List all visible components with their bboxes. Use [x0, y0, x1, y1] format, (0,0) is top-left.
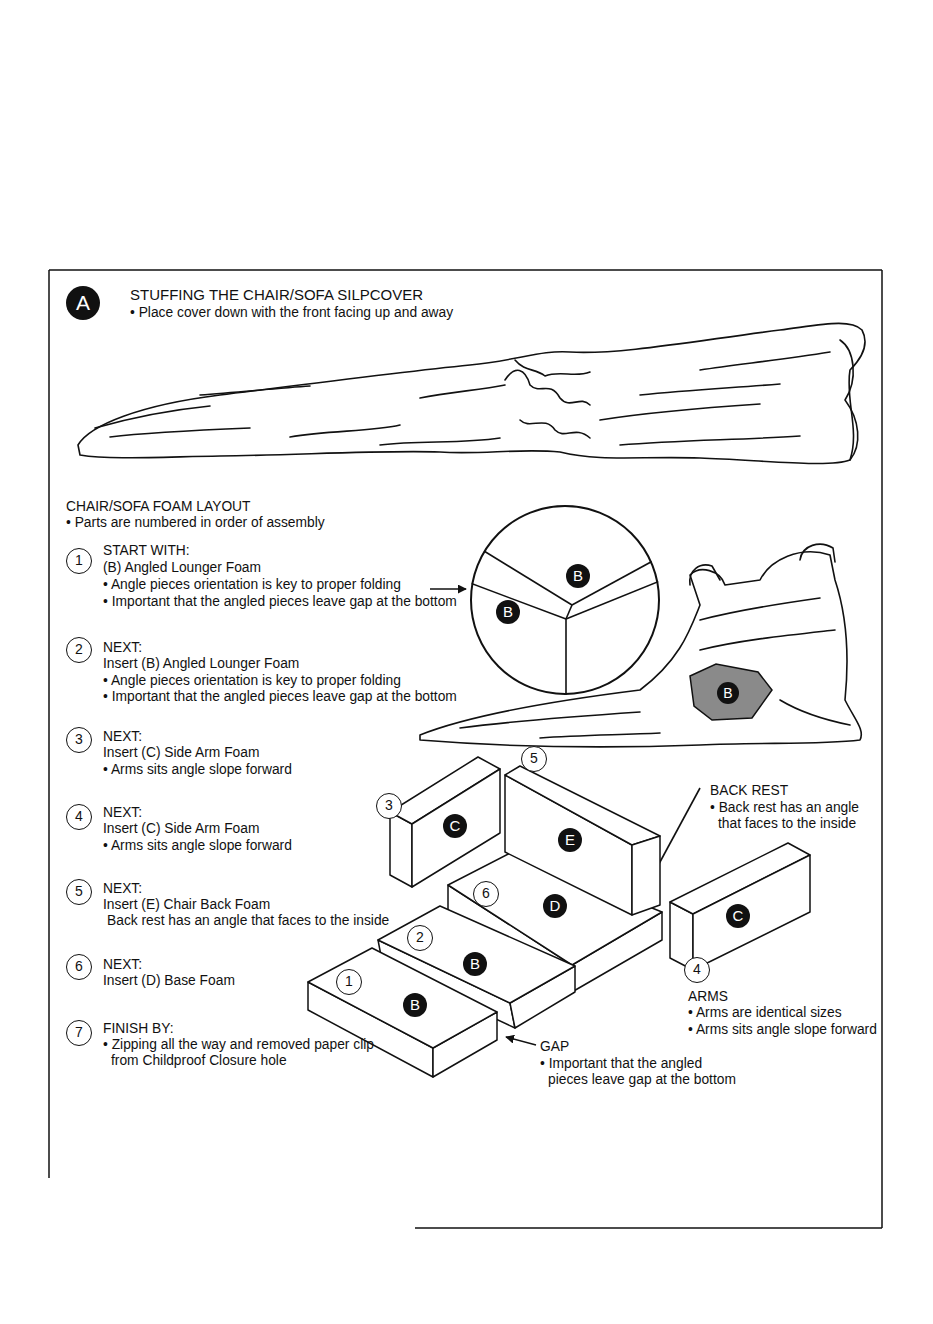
foam-block: 4C: [668, 841, 812, 984]
foam-block-shape: [306, 946, 499, 1079]
foam-edge: [565, 619, 567, 695]
callout-number: 6: [66, 954, 92, 980]
step-number: 2: [66, 637, 92, 663]
step-number: 6: [66, 954, 92, 980]
part-letter: B: [403, 993, 427, 1017]
foam-face: [632, 836, 660, 915]
foam-in-cover: B: [684, 660, 776, 724]
callout-number: 3: [66, 727, 92, 753]
callout-number: 1: [336, 969, 362, 995]
step-number: 5: [66, 879, 92, 905]
callout-number: 5: [66, 879, 92, 905]
instruction-note: • Parts are numbered in order of assembl…: [66, 515, 325, 531]
foam-block: 5E: [503, 745, 662, 917]
step-text: Insert (D) Base Foam: [103, 973, 235, 989]
callout-note: • Back rest has an angle that faces to t…: [710, 800, 870, 832]
step-heading: NEXT:: [103, 805, 142, 821]
callout-number: 6: [473, 881, 499, 907]
callout-number: 7: [66, 1020, 92, 1046]
callout-number: 1: [66, 548, 92, 574]
step-number: 7: [66, 1020, 92, 1046]
zoom-ring: [471, 506, 659, 694]
part-letter: B: [463, 952, 487, 976]
foam-block-shape: [503, 745, 662, 917]
part-letter: B: [717, 682, 739, 704]
detail-zoom-outline: [470, 505, 660, 695]
part-letter: C: [726, 904, 750, 928]
step-note: • Angle pieces orientation is key to pro…: [103, 673, 401, 689]
callout-number: 3: [376, 793, 402, 819]
step-note: Back rest has an angle that faces to the…: [107, 913, 389, 929]
callout-heading: ARMS: [688, 989, 728, 1005]
step-heading: NEXT:: [103, 640, 142, 656]
step-heading: NEXT:: [103, 729, 142, 745]
callout-number: 2: [407, 925, 433, 951]
step-text: Insert (C) Side Arm Foam: [103, 745, 259, 761]
part-letter: B: [496, 600, 520, 624]
callout-note: • Arms are identical sizes: [688, 1005, 842, 1021]
step-note: • Arms sits angle slope forward: [103, 762, 292, 778]
slipcover-flat: [78, 323, 865, 463]
foam-face: [308, 948, 497, 1048]
foam-face: [390, 812, 412, 887]
callout-number: 2: [66, 637, 92, 663]
foam-edge-lines: [470, 551, 660, 695]
detail-zoom-circle: BB: [470, 505, 660, 695]
part-letter: C: [443, 814, 467, 838]
step-text: Insert (E) Chair Back Foam: [103, 897, 270, 913]
step-heading: NEXT:: [103, 957, 142, 973]
step-note: • Arms sits angle slope forward: [103, 838, 292, 854]
step-heading: NEXT:: [103, 881, 142, 897]
callout-note: • Important that the angled pieces leave…: [540, 1056, 740, 1088]
section-title: STUFFING THE CHAIR/SOFA SILPCOVER: [130, 286, 423, 304]
part-letter: D: [543, 894, 567, 918]
section-heading: CHAIR/SOFA FOAM LAYOUT: [66, 499, 251, 515]
step-heading: FINISH BY:: [103, 1021, 174, 1037]
section-badge: A: [66, 286, 100, 320]
foam-face: [505, 766, 660, 845]
frame: [49, 270, 882, 1228]
step-text: Insert (B) Angled Lounger Foam: [103, 656, 299, 672]
callout-heading: BACK REST: [710, 783, 788, 799]
callout-number: 5: [521, 746, 547, 772]
step-number: 4: [66, 804, 92, 830]
callout-note: • Arms sits angle slope forward: [688, 1022, 877, 1038]
step-text: Insert (C) Side Arm Foam: [103, 821, 259, 837]
step-text: (B) Angled Lounger Foam: [103, 560, 261, 576]
step-note: • Important that the angled pieces leave…: [103, 689, 457, 705]
part-letter: E: [558, 828, 582, 852]
instruction-note: • Place cover down with the front facing…: [130, 305, 453, 321]
step-note: • Angle pieces orientation is key to pro…: [103, 577, 401, 593]
step-note: • Zipping all the way and removed paper …: [103, 1037, 393, 1069]
callout-number: 4: [684, 957, 710, 983]
foam-face: [693, 855, 810, 970]
step-heading: START WITH:: [103, 543, 190, 559]
callout-number: 4: [66, 804, 92, 830]
part-letter: B: [566, 564, 590, 588]
foam-face: [690, 664, 772, 720]
callout-number: A: [66, 286, 100, 320]
step-note: • Important that the angled pieces leave…: [103, 594, 457, 610]
foam-block: 1B: [306, 946, 499, 1079]
zoom-background: [471, 506, 659, 694]
foam-edge: [484, 551, 572, 605]
step-number: 1: [66, 548, 92, 574]
callout-heading: GAP: [540, 1039, 569, 1055]
step-number: 3: [66, 727, 92, 753]
